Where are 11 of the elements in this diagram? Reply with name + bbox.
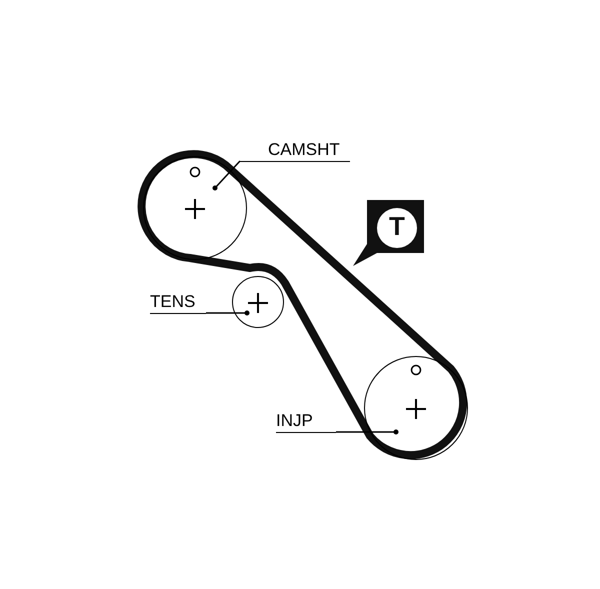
pulley — [232, 276, 284, 328]
part-label: INJP — [276, 410, 336, 433]
leader-line — [206, 310, 250, 316]
leader-line — [336, 430, 398, 434]
pulley — [143, 156, 247, 260]
pulley — [364, 356, 468, 460]
leader-line — [212, 160, 241, 190]
part-label: TENS — [150, 290, 206, 314]
part-label: CAMSHT — [240, 139, 350, 162]
callout-bubble — [353, 200, 424, 266]
callout-letter: T — [388, 213, 406, 239]
